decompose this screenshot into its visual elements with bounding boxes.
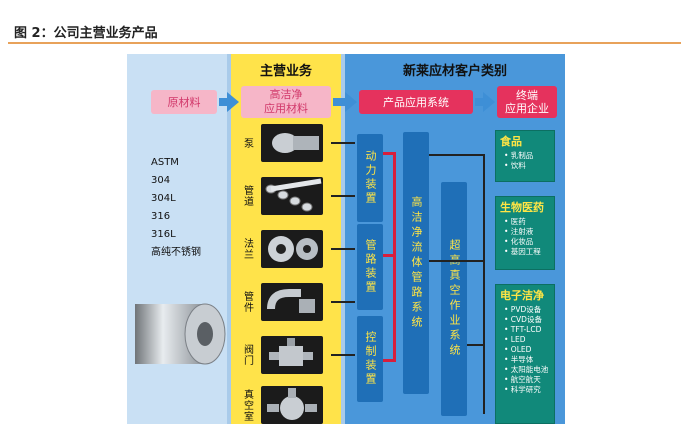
end-enterprise-box: 终端 应用企业 <box>497 86 557 118</box>
standard-item: 高纯不锈钢 <box>151 247 201 258</box>
red-connector <box>383 359 395 362</box>
hp-material-box: 高洁净 应用材料 <box>241 86 331 118</box>
standard-item: 316L <box>151 229 176 240</box>
product-pump: 泵 <box>235 122 325 164</box>
end-group-item: • 注射液 <box>504 227 534 236</box>
steel-coil-image <box>135 303 226 365</box>
end-group-item: • CVD设备 <box>504 315 542 324</box>
control-device-box: 控制装置 <box>357 316 383 402</box>
standard-item: 304L <box>151 193 176 204</box>
end-group-item: • 化妆品 <box>504 237 534 246</box>
power-device-box: 动力装置 <box>357 134 383 222</box>
end-group-item: • 太阳能电池 <box>504 365 549 374</box>
end-group-item: • LED <box>504 335 526 344</box>
connector-line <box>331 301 355 303</box>
end-group-title: 电子洁净 <box>500 289 544 302</box>
end-group-item: • 乳制品 <box>504 151 534 160</box>
vacuum-chamber-icon <box>261 386 323 424</box>
flow-arrow-2 <box>333 98 347 106</box>
connector-line <box>467 344 485 346</box>
product-label: 泵 <box>241 137 253 149</box>
raw-material-box: 原材料 <box>151 90 217 114</box>
connector-line <box>331 354 355 356</box>
end-group-item: • 航空航天 <box>504 375 541 384</box>
uhv-system-box: 超高真空作业系统 <box>441 182 467 416</box>
product-label: 阀门 <box>241 344 253 366</box>
end-group-item: • 基因工程 <box>504 247 541 256</box>
pipe-icon <box>261 177 323 215</box>
flange-icon <box>261 230 323 268</box>
red-connector <box>383 152 395 155</box>
red-connector <box>383 254 395 257</box>
connector-line <box>331 195 355 197</box>
connector-line <box>331 248 355 250</box>
pipe-device-box: 管路装置 <box>357 224 383 310</box>
standard-item: 304 <box>151 175 171 186</box>
pump-icon <box>261 124 323 162</box>
flow-arrow-head-1 <box>227 92 239 112</box>
product-vacuum-chamber: 真空室 <box>235 384 325 424</box>
fluid-pipe-system-box: 高洁净流体管路系统 <box>403 132 429 394</box>
product-system-box: 产品应用系统 <box>359 90 473 114</box>
standard-item: ASTM <box>151 157 179 168</box>
flow-arrow-head-2 <box>345 92 357 112</box>
connector-line <box>331 142 355 144</box>
end-group-food: 食品 • 乳制品 • 饮料 <box>495 130 555 182</box>
connector-line <box>483 154 485 414</box>
material-standards: ASTM 304 304L 316 316L 高纯不锈钢 <box>151 154 201 262</box>
product-fitting: 管件 <box>235 281 325 323</box>
product-label: 真空室 <box>241 388 253 422</box>
end-group-biomed: 生物医药 • 医药 • 注射液 • 化妆品 • 基因工程 <box>495 196 555 270</box>
figure-caption: 图 2：公司主营业务产品 <box>14 26 158 41</box>
main-business-heading: 主营业务 <box>259 64 312 79</box>
standard-item: 316 <box>151 211 171 222</box>
end-group-item: • 医药 <box>504 217 526 226</box>
end-group-item: • PVD设备 <box>504 305 542 314</box>
flow-arrow-head-3 <box>483 92 495 112</box>
business-diagram: 主营业务 新莱应材客户类别 原材料 高洁净 应用材料 产品应用系统 终端 应用企… <box>127 54 565 424</box>
flow-arrow-3 <box>475 98 485 106</box>
product-label: 管道 <box>241 185 253 207</box>
valve-icon <box>261 336 323 374</box>
product-label: 法兰 <box>241 238 253 260</box>
product-label: 管件 <box>241 291 253 313</box>
red-connector <box>393 152 396 362</box>
end-group-item: • OLED <box>504 345 532 354</box>
connector-line <box>429 154 485 156</box>
end-group-title: 生物医药 <box>500 201 544 214</box>
end-group-item: • 半导体 <box>504 355 534 364</box>
end-group-electronics: 电子洁净 • PVD设备 • CVD设备 • TFT-LCD • LED • O… <box>495 284 555 424</box>
customer-category-heading: 新莱应材客户类别 <box>402 64 507 79</box>
end-group-title: 食品 <box>500 135 522 148</box>
caption-divider <box>8 42 681 44</box>
product-valve: 阀门 <box>235 334 325 376</box>
fitting-icon <box>261 283 323 321</box>
end-group-item: • 饮料 <box>504 161 526 170</box>
product-flange: 法兰 <box>235 228 325 270</box>
end-group-item: • 科学研究 <box>504 385 541 394</box>
connector-line <box>429 260 485 262</box>
product-pipe: 管道 <box>235 175 325 217</box>
end-group-item: • TFT-LCD <box>504 325 542 334</box>
flow-arrow-1 <box>219 98 229 106</box>
